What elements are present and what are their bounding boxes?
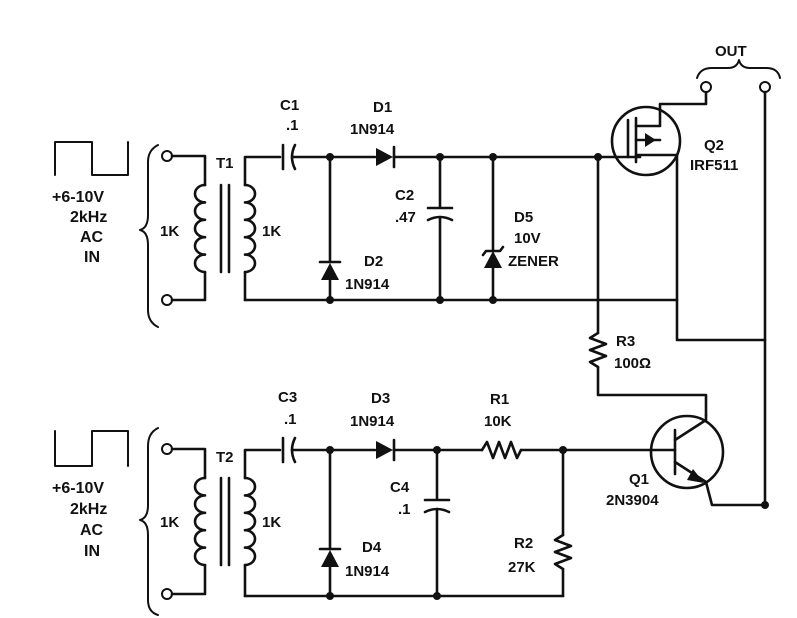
input2-terminal-bottom[interactable] bbox=[161, 588, 173, 600]
input2-in: IN bbox=[84, 543, 100, 560]
d3-ref: D3 bbox=[371, 390, 390, 407]
input2-brace bbox=[139, 427, 159, 616]
d1-diode bbox=[376, 148, 393, 166]
r2-value: 27K bbox=[508, 559, 536, 576]
input1-in: IN bbox=[84, 249, 100, 266]
input2-ac: AC bbox=[80, 522, 104, 539]
q2-mosfet-circle bbox=[610, 105, 682, 177]
c4-ref: C4 bbox=[390, 479, 410, 496]
d5-type: ZENER bbox=[508, 253, 559, 270]
out-label: OUT bbox=[715, 43, 747, 60]
t2-secondary-label: 1K bbox=[262, 514, 281, 531]
c2-value: .47 bbox=[395, 209, 416, 226]
t2-secondary-coil bbox=[243, 476, 257, 567]
d2-ref: D2 bbox=[364, 253, 383, 270]
input2-voltage: +6-10V bbox=[52, 480, 104, 497]
r2-ref: R2 bbox=[514, 535, 533, 552]
q2-arrow bbox=[645, 133, 656, 147]
input1-freq: 2kHz bbox=[70, 209, 107, 226]
d5-ref: D5 bbox=[514, 209, 533, 226]
t1-secondary-label: 1K bbox=[262, 223, 281, 240]
q1-ref: Q1 bbox=[629, 471, 649, 488]
c1-value: .1 bbox=[286, 117, 299, 134]
d4-diode bbox=[321, 550, 339, 567]
r1-resistor bbox=[480, 440, 523, 460]
input1-terminal-bottom[interactable] bbox=[161, 294, 173, 306]
q1-value: 2N3904 bbox=[606, 492, 659, 509]
input1-ac: AC bbox=[80, 229, 104, 246]
d1-value: 1N914 bbox=[350, 121, 395, 138]
input1-brace bbox=[139, 144, 159, 328]
d2-diode bbox=[321, 263, 339, 280]
c4-value: .1 bbox=[398, 501, 411, 518]
out-brace bbox=[696, 59, 781, 79]
r1-ref: R1 bbox=[490, 391, 509, 408]
d5-zener bbox=[484, 251, 502, 268]
square-wave-icon-1 bbox=[54, 141, 129, 176]
c1-ref: C1 bbox=[280, 97, 299, 114]
d4-value: 1N914 bbox=[345, 563, 390, 580]
d3-diode bbox=[376, 441, 393, 459]
r3-resistor bbox=[588, 331, 608, 369]
t2-primary-label: 1K bbox=[160, 514, 179, 531]
d4-ref: D4 bbox=[362, 539, 382, 556]
input1-voltage: +6-10V bbox=[52, 189, 104, 206]
r2-resistor bbox=[553, 533, 573, 571]
d2-value: 1N914 bbox=[345, 276, 390, 293]
junction-dots bbox=[326, 153, 769, 600]
square-wave-icon-2 bbox=[54, 430, 129, 467]
c2-ref: C2 bbox=[395, 187, 414, 204]
input1-terminal-top[interactable] bbox=[161, 150, 173, 162]
input2-freq: 2kHz bbox=[70, 501, 107, 518]
t1-ref: T1 bbox=[216, 155, 234, 172]
t2-primary-coil bbox=[193, 476, 207, 567]
d5-value: 10V bbox=[514, 230, 541, 247]
c3-ref: C3 bbox=[278, 389, 297, 406]
r1-value: 10K bbox=[484, 413, 512, 430]
d3-value: 1N914 bbox=[350, 413, 395, 430]
out-terminal-1[interactable] bbox=[700, 81, 712, 93]
q1-transistor-circle bbox=[649, 414, 725, 490]
q1-emitter-arrow bbox=[687, 469, 704, 483]
r3-ref: R3 bbox=[616, 333, 635, 350]
q2-ref: Q2 bbox=[704, 137, 724, 154]
out-terminal-2[interactable] bbox=[759, 81, 771, 93]
t1-primary-coil bbox=[193, 183, 207, 274]
d1-ref: D1 bbox=[373, 99, 392, 116]
t1-secondary-coil bbox=[243, 183, 257, 274]
c3-value: .1 bbox=[284, 411, 297, 428]
t1-primary-label: 1K bbox=[160, 223, 179, 240]
input2-terminal-top[interactable] bbox=[161, 443, 173, 455]
q2-value: IRF511 bbox=[690, 157, 738, 174]
t2-ref: T2 bbox=[216, 449, 234, 466]
r3-value: 100Ω bbox=[614, 355, 651, 372]
